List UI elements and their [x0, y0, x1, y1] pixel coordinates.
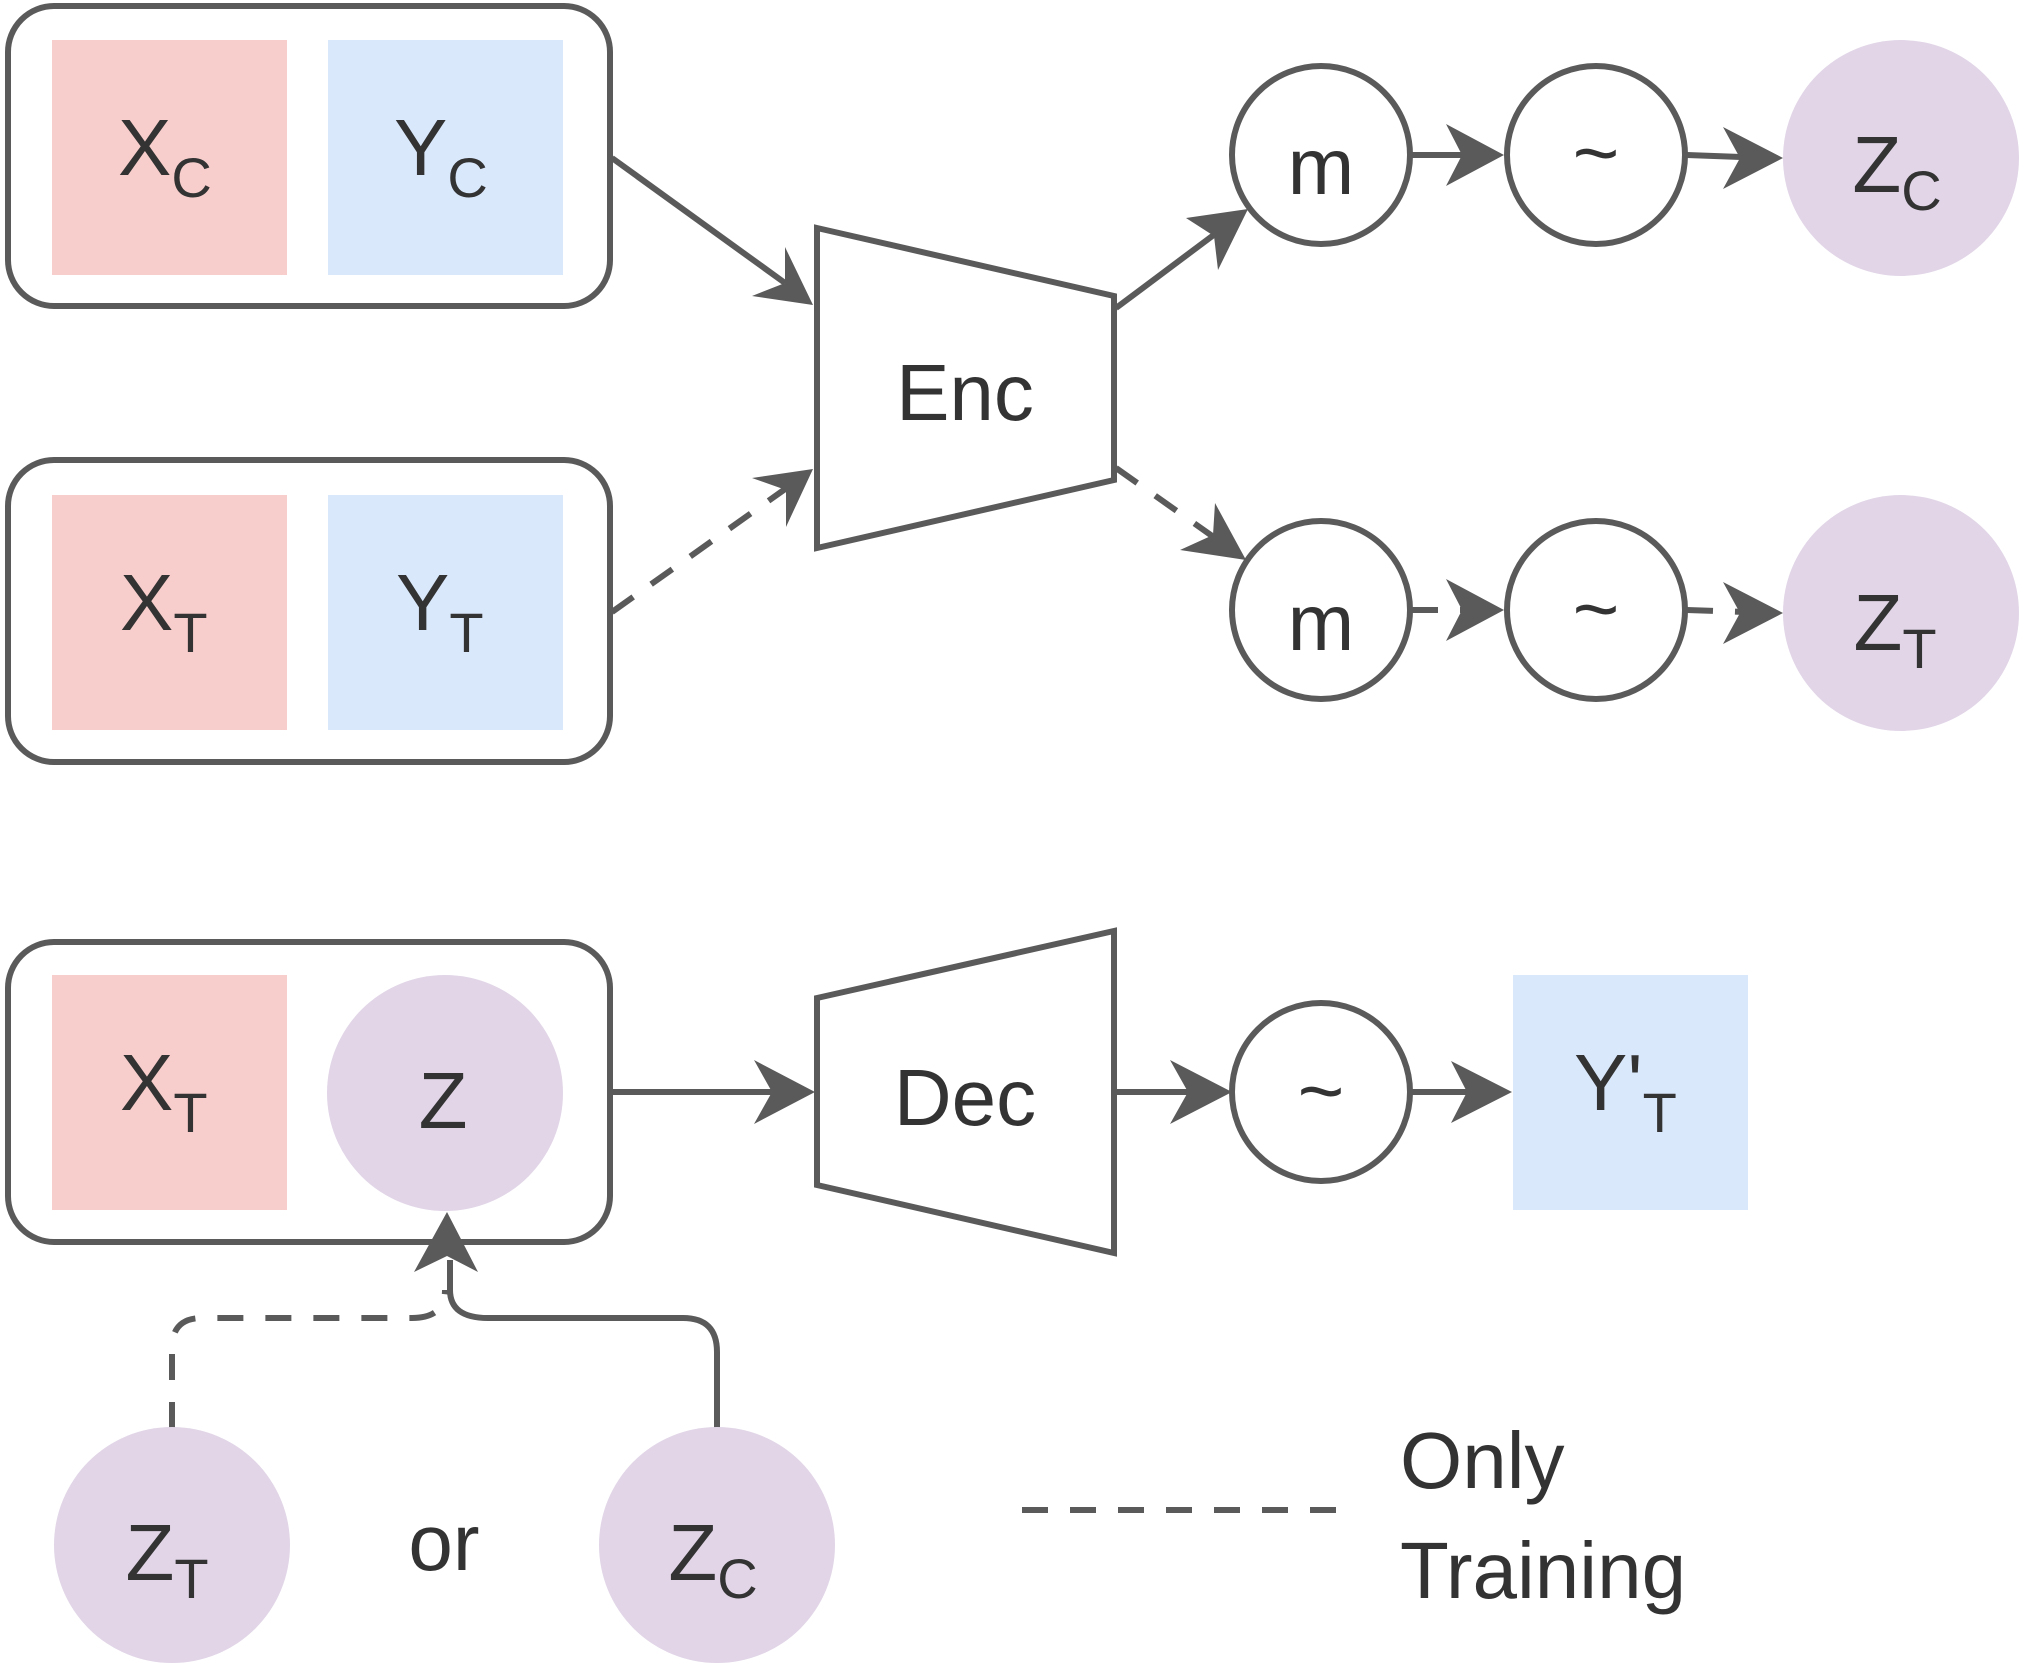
edge-encoder-to-mean-top [1114, 231, 1217, 311]
decoder-z-label: Z [419, 1056, 468, 1145]
arrowhead-encoder-to-mean-top [1186, 209, 1248, 270]
target-y-box [328, 495, 563, 730]
edge-encoder-to-mean-bottom [1114, 465, 1217, 541]
arrowhead-inputs-to-decoder [754, 1060, 815, 1124]
context-x-label: XC [118, 103, 212, 209]
edge-sample-to-zt [1686, 607, 1746, 615]
arrowhead-mean-to-sample-top [1446, 124, 1504, 186]
edge-zt-to-z [169, 1289, 448, 1428]
decoder-x-box [52, 975, 287, 1210]
target-x-box [52, 495, 287, 730]
encoder-block [814, 224, 1117, 552]
decoder-output-label: Y'T [1574, 1038, 1677, 1144]
z-choice-or: or [408, 1498, 479, 1587]
decoder-sample-op [1229, 1000, 1413, 1184]
z-choice-target-label: ZT [125, 1508, 208, 1610]
z-context-label: ZC [1852, 120, 1941, 222]
edge-target-to-encoder [610, 484, 790, 615]
legend-line1: Only [1400, 1416, 1565, 1505]
decoder-z-node [327, 975, 563, 1211]
edge-zc-to-z [447, 1260, 720, 1428]
context-y-label: YC [394, 103, 488, 209]
encoder-label: Enc [896, 348, 1034, 437]
target-y-label: YT [396, 558, 484, 664]
z-choice-context [599, 1427, 835, 1663]
context-y-box [328, 40, 563, 275]
decoder-label: Dec [894, 1053, 1036, 1142]
sample-op-top [1504, 63, 1688, 247]
decoder-x-label: XT [120, 1038, 208, 1144]
mean-op-top-label: m [1288, 122, 1355, 211]
decoder-output-box [1513, 975, 1748, 1210]
arrowhead-context-to-encoder [752, 247, 813, 305]
arrowhead-decoder-to-sample [1170, 1060, 1232, 1124]
arrowhead-sample-to-zc [1723, 127, 1783, 189]
z-target-label: ZT [1853, 578, 1936, 680]
edge-context-to-encoder [610, 155, 787, 286]
legend-line2: Training [1400, 1526, 1686, 1615]
arrowhead-sample-to-zt [1723, 582, 1783, 644]
context-x-box [52, 40, 287, 275]
decoder-sample-op-label: ~ [1298, 1046, 1345, 1135]
mean-op-top [1229, 63, 1413, 247]
z-target-node [1783, 495, 2019, 731]
sample-op-top-label: ~ [1573, 108, 1620, 197]
mean-op-bottom [1229, 518, 1413, 702]
arrowhead-to-z [414, 1212, 478, 1272]
mean-op-bottom-label: m [1288, 578, 1355, 667]
arrowhead-mean-to-sample-bottom [1446, 579, 1504, 641]
arrowhead-target-to-encoder [752, 469, 813, 527]
edge-sample-to-zc [1686, 152, 1742, 160]
arrowhead-sample-to-output [1451, 1061, 1512, 1123]
z-context-node [1783, 40, 2019, 276]
decoder-block [814, 927, 1117, 1257]
target-x-label: XT [120, 558, 208, 664]
sample-op-bottom [1504, 518, 1688, 702]
z-choice-context-label: ZC [668, 1508, 757, 1610]
z-choice-target [54, 1427, 290, 1663]
arrowhead-encoder-to-mean-bottom [1180, 503, 1246, 560]
sample-op-bottom-label: ~ [1573, 564, 1620, 653]
